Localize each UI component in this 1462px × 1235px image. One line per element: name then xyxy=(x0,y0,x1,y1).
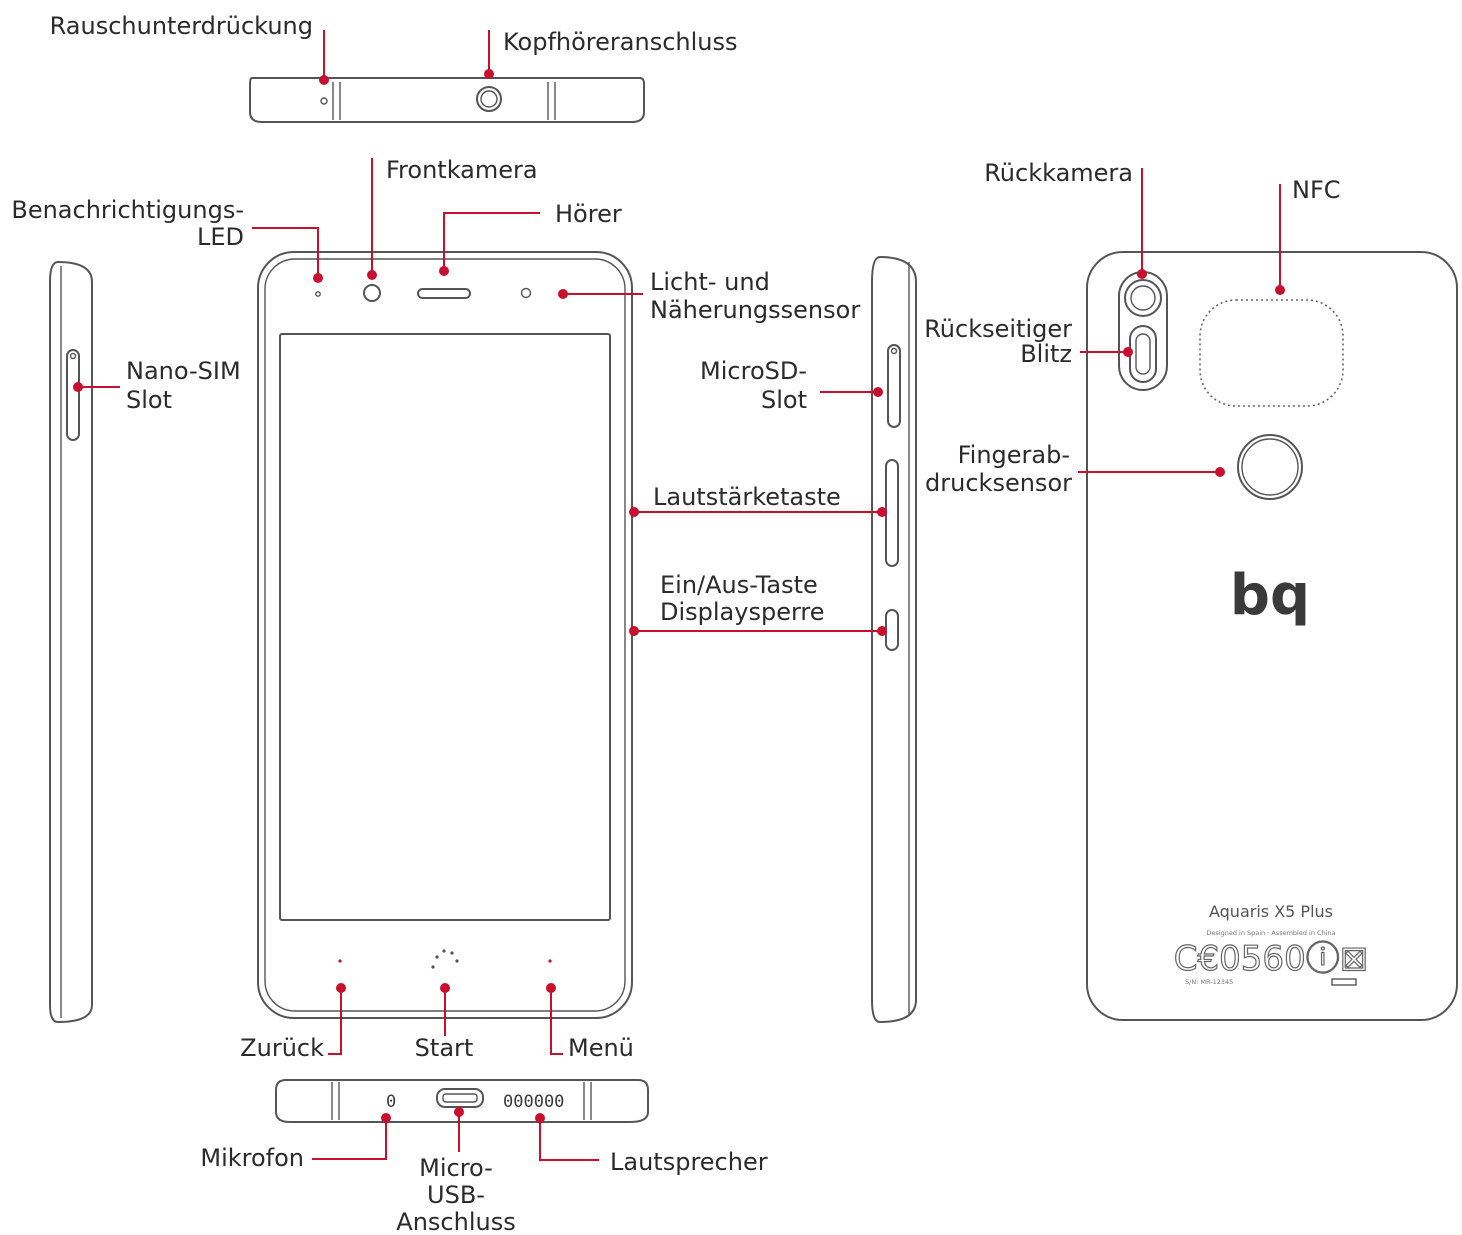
label-notification-led-2: LED xyxy=(197,223,244,251)
label-volume: Lautstärketaste xyxy=(653,483,841,511)
label-usb-3: Anschluss xyxy=(396,1208,515,1235)
label-microphone: Mikrofon xyxy=(200,1144,304,1172)
top-edge-view xyxy=(249,77,645,123)
label-microsd-1: MicroSD- xyxy=(700,357,807,385)
label-menu: Menü xyxy=(568,1034,634,1062)
label-speaker: Lautsprecher xyxy=(610,1148,768,1176)
label-microsd-2: Slot xyxy=(761,386,807,414)
label-home: Start xyxy=(415,1034,474,1062)
certification-marks: C€0560ⓘ⊠ xyxy=(1174,939,1368,979)
bottom-mic-hole: 0 xyxy=(386,1092,396,1112)
serial-number: S/N: MR-12345 xyxy=(1185,978,1233,986)
label-nano-sim-1: Nano-SIM xyxy=(126,357,241,385)
callout-labels: Rauschunterdrückung Kopfhöreranschluss B… xyxy=(11,12,1340,1235)
label-noise-cancellation: Rauschunterdrückung xyxy=(50,12,313,40)
label-rear-flash-2: Blitz xyxy=(1020,340,1072,368)
fingerprint-sensor xyxy=(1237,434,1303,500)
label-fingerprint-2: drucksensor xyxy=(925,469,1072,497)
bottom-edge-view: 0 000000 xyxy=(275,1079,649,1123)
label-earpiece: Hörer xyxy=(555,200,622,228)
brand-logo: bq xyxy=(1230,563,1310,628)
label-usb-2: USB- xyxy=(427,1181,485,1209)
front-view xyxy=(257,251,633,1019)
nfc-area xyxy=(1199,299,1344,407)
label-power-2: Displaysperre xyxy=(660,598,825,626)
label-power-1: Ein/Aus-Taste xyxy=(660,571,818,599)
label-light-sensor-1: Licht- und xyxy=(650,268,770,296)
speaker-grille: 000000 xyxy=(503,1092,564,1112)
label-headphone-jack: Kopfhöreranschluss xyxy=(503,28,738,56)
label-rear-camera: Rückkamera xyxy=(984,159,1133,187)
label-back: Zurück xyxy=(240,1034,324,1062)
label-nfc: NFC xyxy=(1292,176,1341,204)
callout-lines xyxy=(73,30,1285,1161)
right-side-view xyxy=(871,256,917,1023)
origin-text: Designed in Spain · Assembled in China xyxy=(1206,929,1335,937)
back-view: bq Aquaris X5 Plus Designed in Spain · A… xyxy=(1086,251,1458,1021)
label-notification-led-1: Benachrichtigungs- xyxy=(11,196,244,224)
label-usb-1: Micro- xyxy=(419,1154,493,1182)
model-name: Aquaris X5 Plus xyxy=(1209,902,1333,921)
label-rear-flash-1: Rückseitiger xyxy=(924,315,1072,343)
label-nano-sim-2: Slot xyxy=(126,386,172,414)
home-touch-dots xyxy=(431,949,459,969)
label-front-camera: Frontkamera xyxy=(386,156,538,184)
left-side-view xyxy=(49,261,93,1023)
label-fingerprint-1: Fingerab- xyxy=(958,441,1070,469)
label-light-sensor-2: Näherungssensor xyxy=(650,296,860,324)
